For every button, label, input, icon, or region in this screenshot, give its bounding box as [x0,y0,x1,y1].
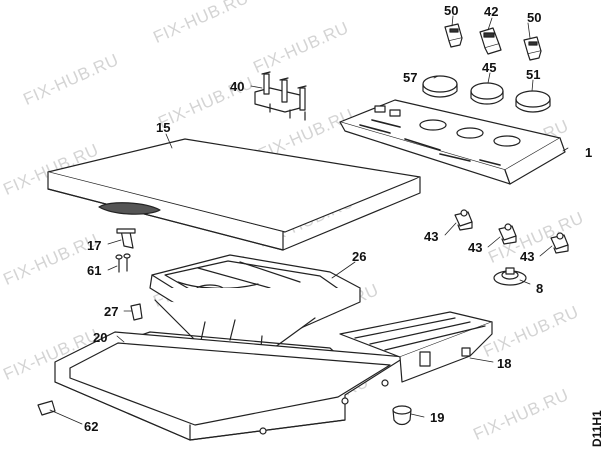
callout-18: 18 [497,356,512,371]
callout-19: 19 [430,410,445,425]
callout-57: 57 [403,70,418,85]
callout-15: 15 [156,120,171,135]
callout-20: 20 [93,330,108,345]
button-42 [479,27,502,55]
dispenser-tray-26 [149,254,361,359]
callout-8: 8 [536,281,544,296]
callout-43-c: 43 [520,249,535,264]
knob-45 [470,82,504,105]
callout-50-left: 50 [444,3,459,18]
lid-panel [47,138,421,251]
grommet-19 [392,405,412,426]
clip-43-c [550,232,569,254]
callout-62: 62 [84,419,99,434]
base-frame [54,331,406,441]
callout-43-a: 43 [424,229,439,244]
knob-57 [422,75,458,98]
callout-61: 61 [87,263,102,278]
hook-27 [130,303,143,321]
switch-pins [254,71,307,121]
leader-lines [49,15,569,425]
knob-51 [515,90,551,113]
control-panel [339,99,566,185]
clip-43-b [498,223,517,245]
callout-45: 45 [482,60,497,75]
callout-51: 51 [526,67,541,82]
button-50-right [523,36,542,61]
screws-61 [115,253,131,273]
callout-43-b: 43 [468,240,483,255]
callout-1: 1 [585,145,593,160]
knob-base-8 [493,267,527,286]
callout-42: 42 [484,4,499,19]
drawing-code: D11H1 [590,410,604,447]
callout-26: 26 [352,249,367,264]
callout-40: 40 [230,79,245,94]
clip-43-a [454,209,473,231]
rear-bracket-18 [339,311,493,383]
button-50-left [444,23,463,48]
latch-62 [37,400,56,416]
callout-50-right: 50 [527,10,542,25]
callout-27: 27 [104,304,119,319]
callout-17: 17 [87,238,102,253]
hinge-bracket-17 [116,228,136,249]
